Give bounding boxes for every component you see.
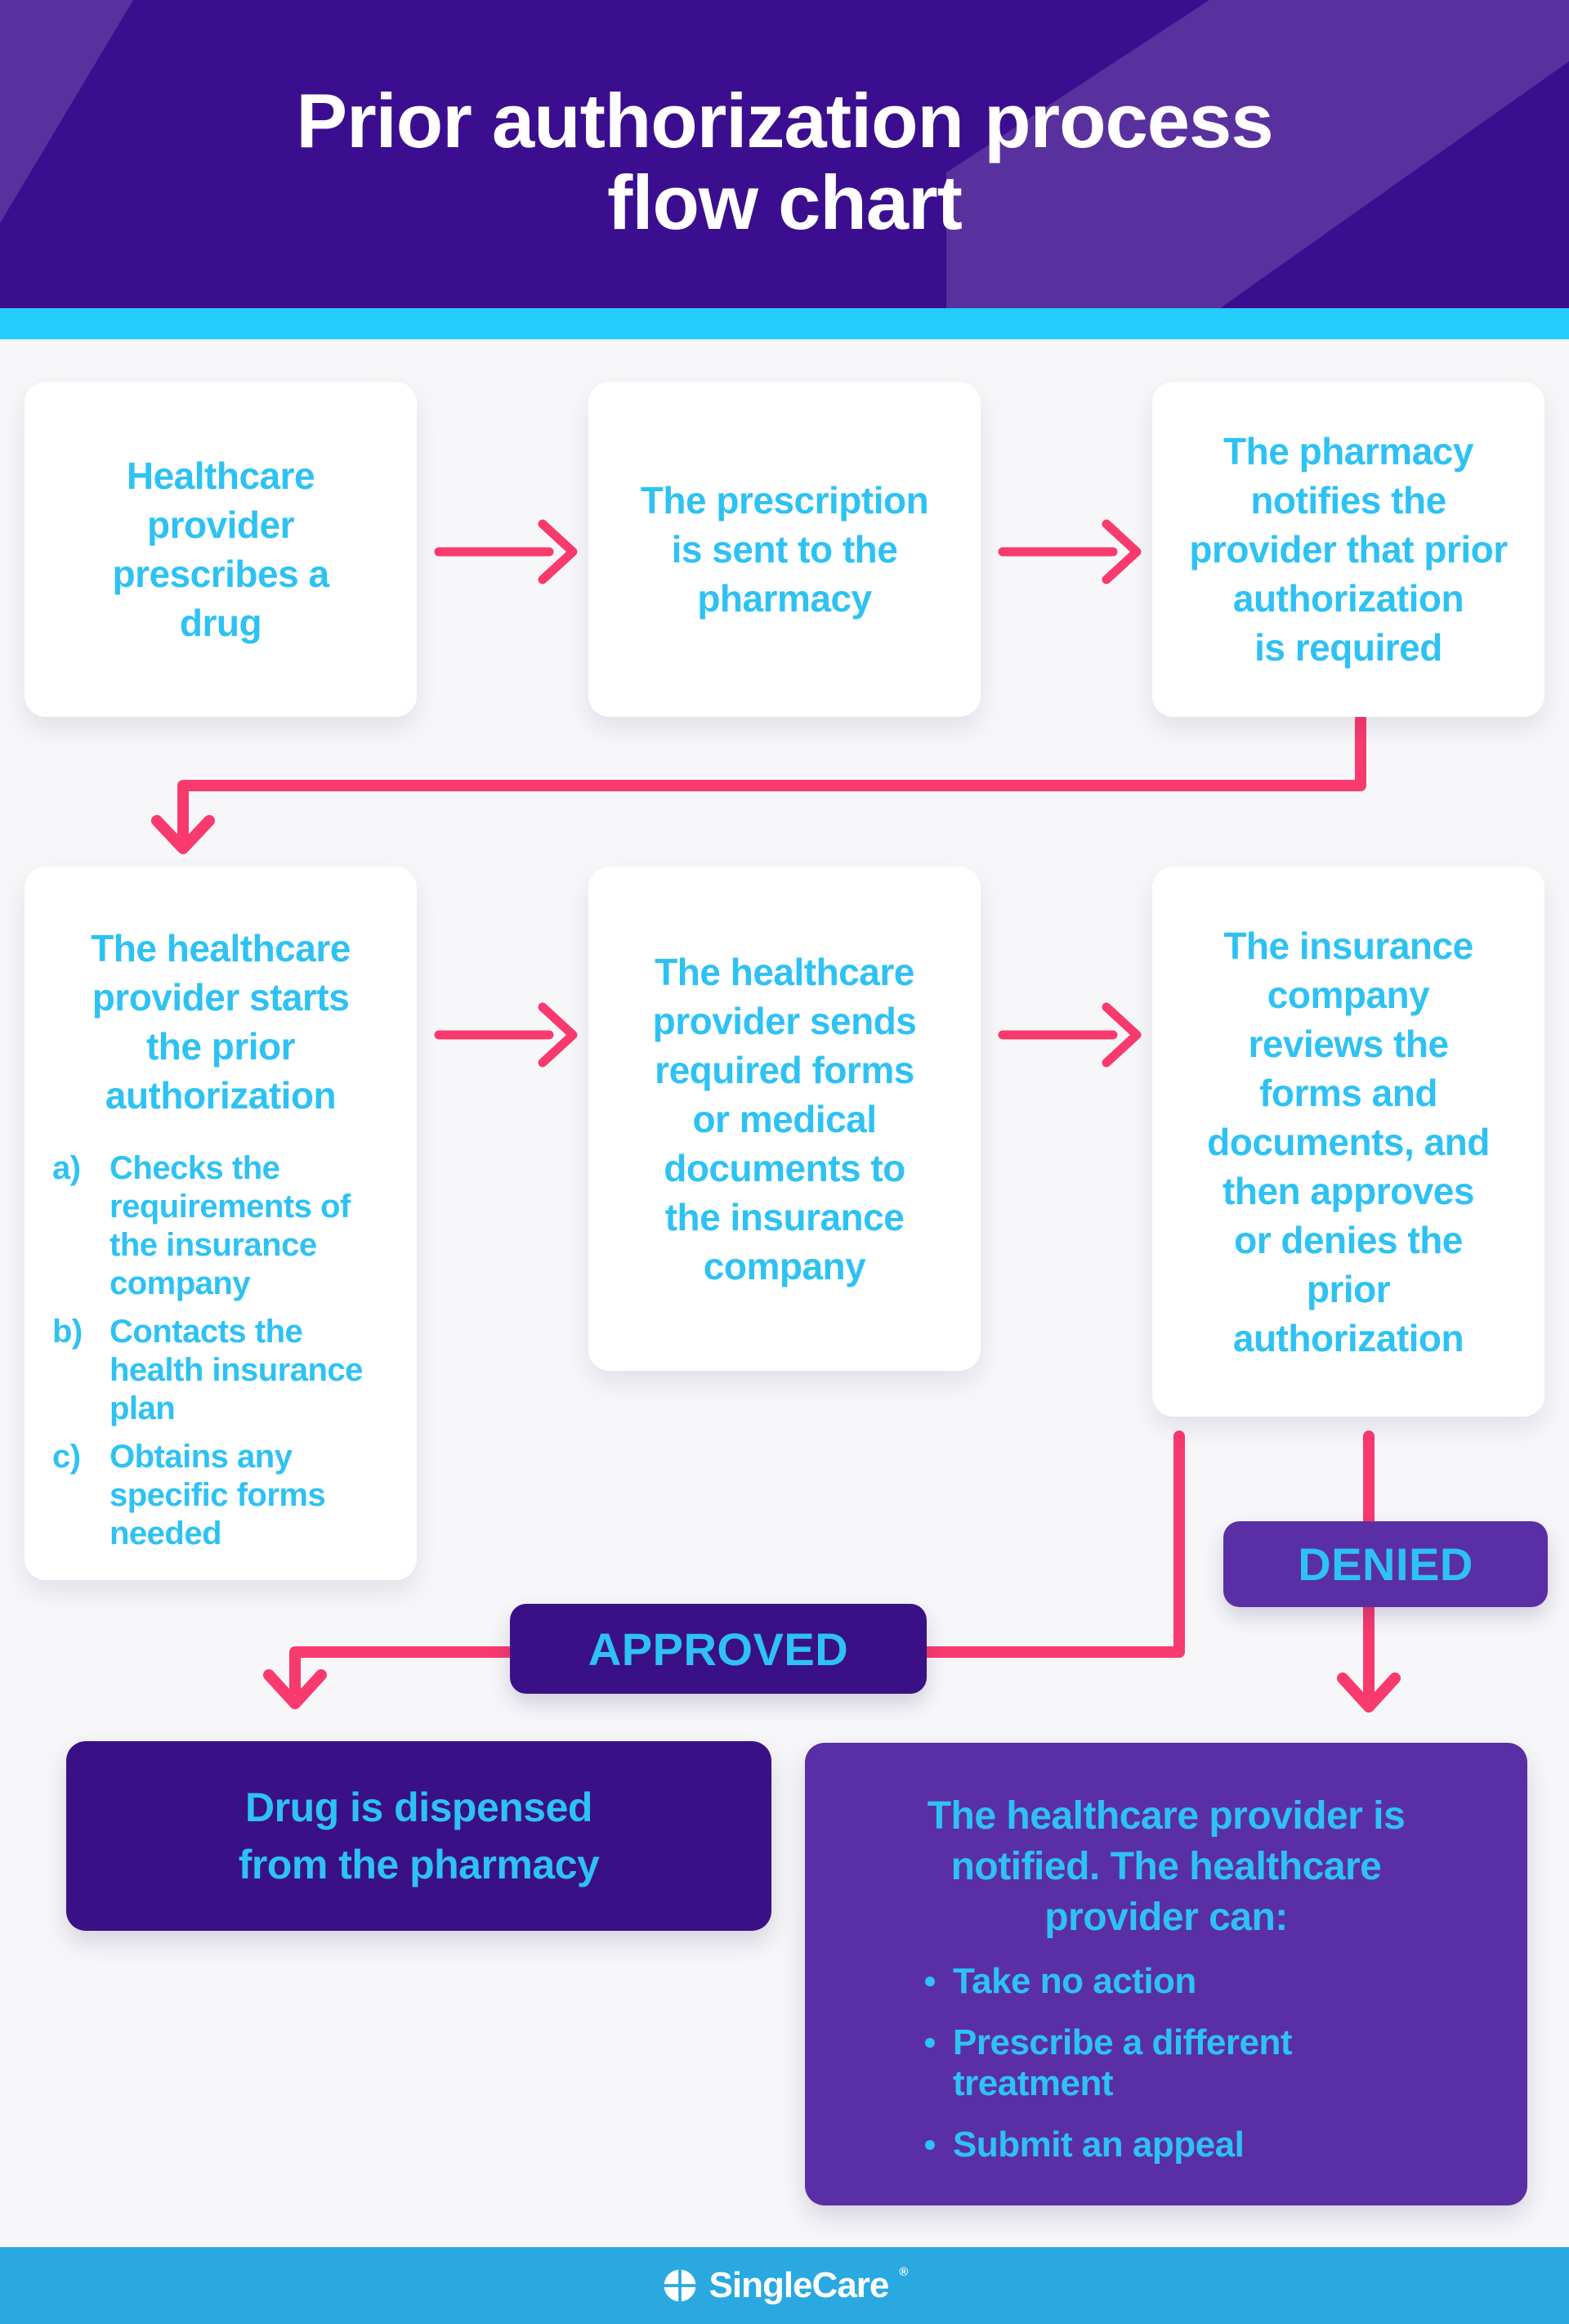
denied-badge: DENIED xyxy=(1223,1521,1548,1607)
singlecare-wordmark: SingleCare xyxy=(709,2265,890,2305)
list-item: Submit an appeal xyxy=(923,2125,1527,2165)
outcome-approved-text: Drug is dispensed from the pharmacy xyxy=(238,1784,600,1887)
list-item-text: Checks the requirements of the insurance… xyxy=(110,1150,351,1301)
header-decor-shapes xyxy=(0,0,1569,308)
singlecare-logo-icon xyxy=(664,2269,695,2302)
step-card-insurance-reviews: The insurance company reviews the forms … xyxy=(1152,866,1544,1417)
arrow-right-icon xyxy=(998,519,1142,584)
list-item-marker: a) xyxy=(52,1150,81,1186)
footer-bar: SingleCare ® xyxy=(0,2247,1569,2324)
arrow-right-icon xyxy=(998,1002,1142,1068)
top-cyan-stripe xyxy=(0,308,1569,339)
approved-badge-label: APPROVED xyxy=(588,1623,849,1675)
arrow-right-icon xyxy=(434,1002,578,1068)
arrow-right-icon xyxy=(434,519,578,584)
list-item-marker: b) xyxy=(52,1314,83,1350)
step-card-heading: The healthcare provider starts the prior… xyxy=(91,927,351,1117)
step-card-text: The insurance company reviews the forms … xyxy=(1207,924,1490,1359)
denied-options-list: Take no action Prescribe a different tre… xyxy=(923,1961,1527,2165)
list-item: Take no action xyxy=(923,1961,1527,2002)
list-item: Prescribe a different treatment xyxy=(923,2022,1527,2104)
step-card-prescribes-drug: Healthcare provider prescribes a drug xyxy=(25,382,417,717)
denied-badge-label: DENIED xyxy=(1298,1538,1473,1590)
header-banner: Prior authorization process flow chart xyxy=(0,0,1569,308)
list-item-text: Contacts the health insurance plan xyxy=(110,1314,363,1426)
connector-row1-to-row2 xyxy=(151,714,1366,854)
step-card-text: The pharmacy notifies the provider that … xyxy=(1189,430,1508,669)
bullet-item-text: Submit an appeal xyxy=(953,2125,1245,2165)
step-card-sent-to-pharmacy: The prescription is sent to the pharmacy xyxy=(588,382,981,717)
step-card-text: The prescription is sent to the pharmacy xyxy=(640,479,929,620)
list-item: a) Checks the requirements of the insura… xyxy=(52,1149,384,1303)
page-title: Prior authorization process flow chart xyxy=(296,78,1273,245)
outcome-denied-title: The healthcare provider is notified. The… xyxy=(927,1794,1406,1939)
outcome-box-approved: Drug is dispensed from the pharmacy xyxy=(66,1741,771,1931)
approved-badge: APPROVED xyxy=(510,1604,927,1694)
list-item: b) Contacts the health insurance plan xyxy=(52,1313,384,1428)
step-card-starts-prior-auth: The healthcare provider starts the prior… xyxy=(25,866,417,1580)
step-card-text: Healthcare provider prescribes a drug xyxy=(112,455,329,644)
step-card-prior-auth-required: The pharmacy notifies the provider that … xyxy=(1152,382,1544,717)
registered-mark: ® xyxy=(899,2265,909,2279)
bullet-dot-icon xyxy=(923,2125,953,2165)
list-item: c) Obtains any specific forms needed xyxy=(52,1438,384,1553)
bullet-dot-icon xyxy=(923,2022,953,2104)
step-card-sends-forms: The healthcare provider sends required f… xyxy=(588,866,981,1371)
list-item-marker: c) xyxy=(52,1439,81,1475)
bullet-item-text: Take no action xyxy=(953,1961,1196,2001)
bullet-item-text: Prescribe a different treatment xyxy=(953,2022,1293,2103)
lettered-list: a) Checks the requirements of the insura… xyxy=(25,1149,417,1563)
step-card-text: The healthcare provider sends required f… xyxy=(652,950,917,1287)
list-item-text: Obtains any specific forms needed xyxy=(110,1439,326,1552)
bullet-dot-icon xyxy=(923,1961,953,2002)
outcome-box-denied: The healthcare provider is notified. The… xyxy=(805,1743,1527,2205)
